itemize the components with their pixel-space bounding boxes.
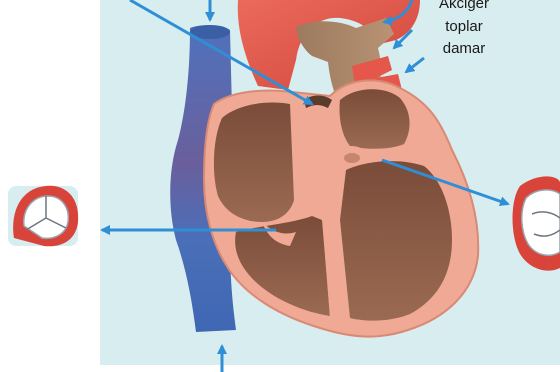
pulmonary-vein-label-line2: toplar <box>445 18 483 35</box>
mitral-valve-inner <box>344 153 360 163</box>
pulmonary-vein-label-line3: damar <box>443 40 486 57</box>
left-atrium <box>339 89 409 149</box>
right-atrium <box>214 103 294 222</box>
pulmonary-vein-label-line1: Akciğer <box>439 0 489 12</box>
tricuspid-valve-closeup-icon <box>8 186 78 246</box>
